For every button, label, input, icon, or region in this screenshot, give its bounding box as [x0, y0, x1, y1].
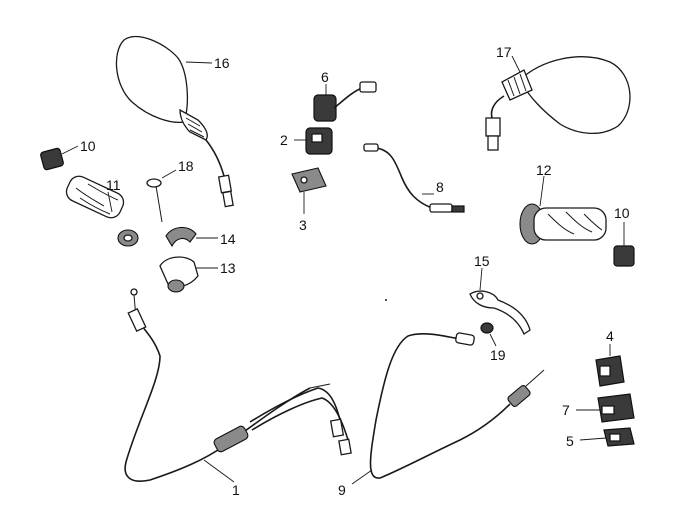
leader-18: [161, 169, 177, 179]
left-bar-end: [40, 147, 64, 171]
leader-19: [489, 333, 497, 347]
throttle-housing-lower: [159, 256, 199, 293]
callout-6: 6: [321, 69, 329, 85]
callout-19: 19: [490, 347, 506, 363]
right-bar-end: [613, 245, 635, 267]
callout-10-left: 10: [80, 138, 96, 154]
callout-10-right: 10: [614, 205, 630, 221]
screw: [146, 178, 163, 223]
callout-1: 1: [232, 482, 240, 498]
right-mirror: [485, 56, 631, 151]
callout-7: 7: [562, 402, 570, 418]
callout-18: 18: [178, 158, 194, 174]
brake-cable: [369, 332, 545, 479]
callout-2: 2: [280, 132, 288, 148]
switch-unit-5: [603, 427, 635, 447]
left-grip: [65, 175, 139, 247]
leader-1: [203, 459, 235, 483]
callout-9: 9: [338, 482, 346, 498]
callout-8: 8: [436, 179, 444, 195]
callout-12: 12: [536, 162, 552, 178]
switch-bracket: [291, 167, 327, 193]
right-grip: [519, 203, 607, 245]
callout-11: 11: [106, 177, 121, 193]
leader-12: [539, 175, 545, 207]
callout-4: 4: [606, 328, 614, 344]
switch-unit-7: [597, 393, 635, 423]
leader-11: [107, 191, 113, 213]
callout-16: 16: [214, 55, 230, 71]
leader-10-left: [61, 145, 79, 155]
brake-lever: [469, 290, 531, 335]
switch-top: [313, 81, 377, 122]
leader-16: [185, 61, 213, 64]
callout-3: 3: [299, 217, 307, 233]
callout-14: 14: [220, 231, 236, 247]
switch-unit-4: [595, 355, 625, 387]
leader-5: [579, 437, 607, 441]
wire-harness: [363, 143, 465, 213]
left-mirror: [115, 35, 234, 208]
stray-dot: [385, 299, 387, 301]
callout-5: 5: [566, 433, 574, 449]
callout-13: 13: [220, 260, 236, 276]
throttle-cable: [124, 288, 352, 482]
leader-9: [351, 469, 373, 485]
switch-body: [305, 127, 333, 155]
leader-15: [479, 267, 483, 291]
callout-17: 17: [496, 44, 512, 60]
lever-nut: [480, 322, 494, 334]
throttle-housing-upper: [165, 226, 197, 248]
callout-15: 15: [474, 253, 490, 269]
leader-17: [511, 55, 521, 73]
